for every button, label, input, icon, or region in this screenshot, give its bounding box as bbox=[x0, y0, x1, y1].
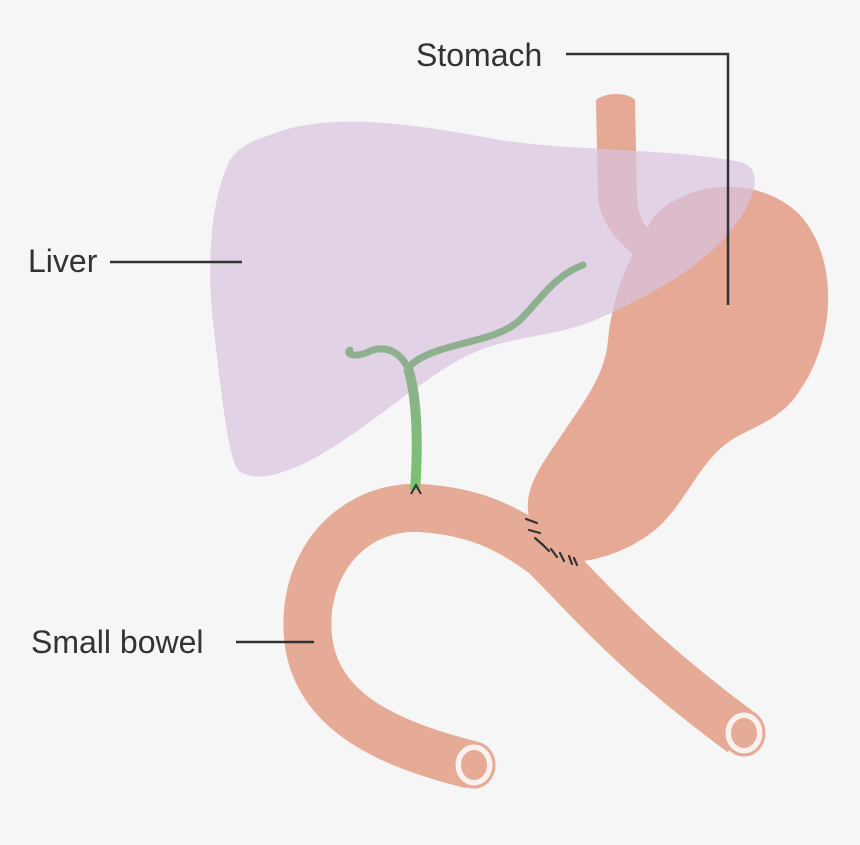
small-bowel bbox=[307, 508, 764, 787]
liver-label: Liver bbox=[28, 243, 98, 279]
stomach-label: Stomach bbox=[416, 37, 542, 73]
small-bowel-label: Small bowel bbox=[31, 624, 204, 660]
small-bowel-end-left bbox=[454, 743, 494, 787]
bile-duct-common bbox=[408, 368, 417, 490]
small-bowel-tube bbox=[307, 508, 742, 765]
small-bowel-end-right bbox=[724, 711, 764, 755]
